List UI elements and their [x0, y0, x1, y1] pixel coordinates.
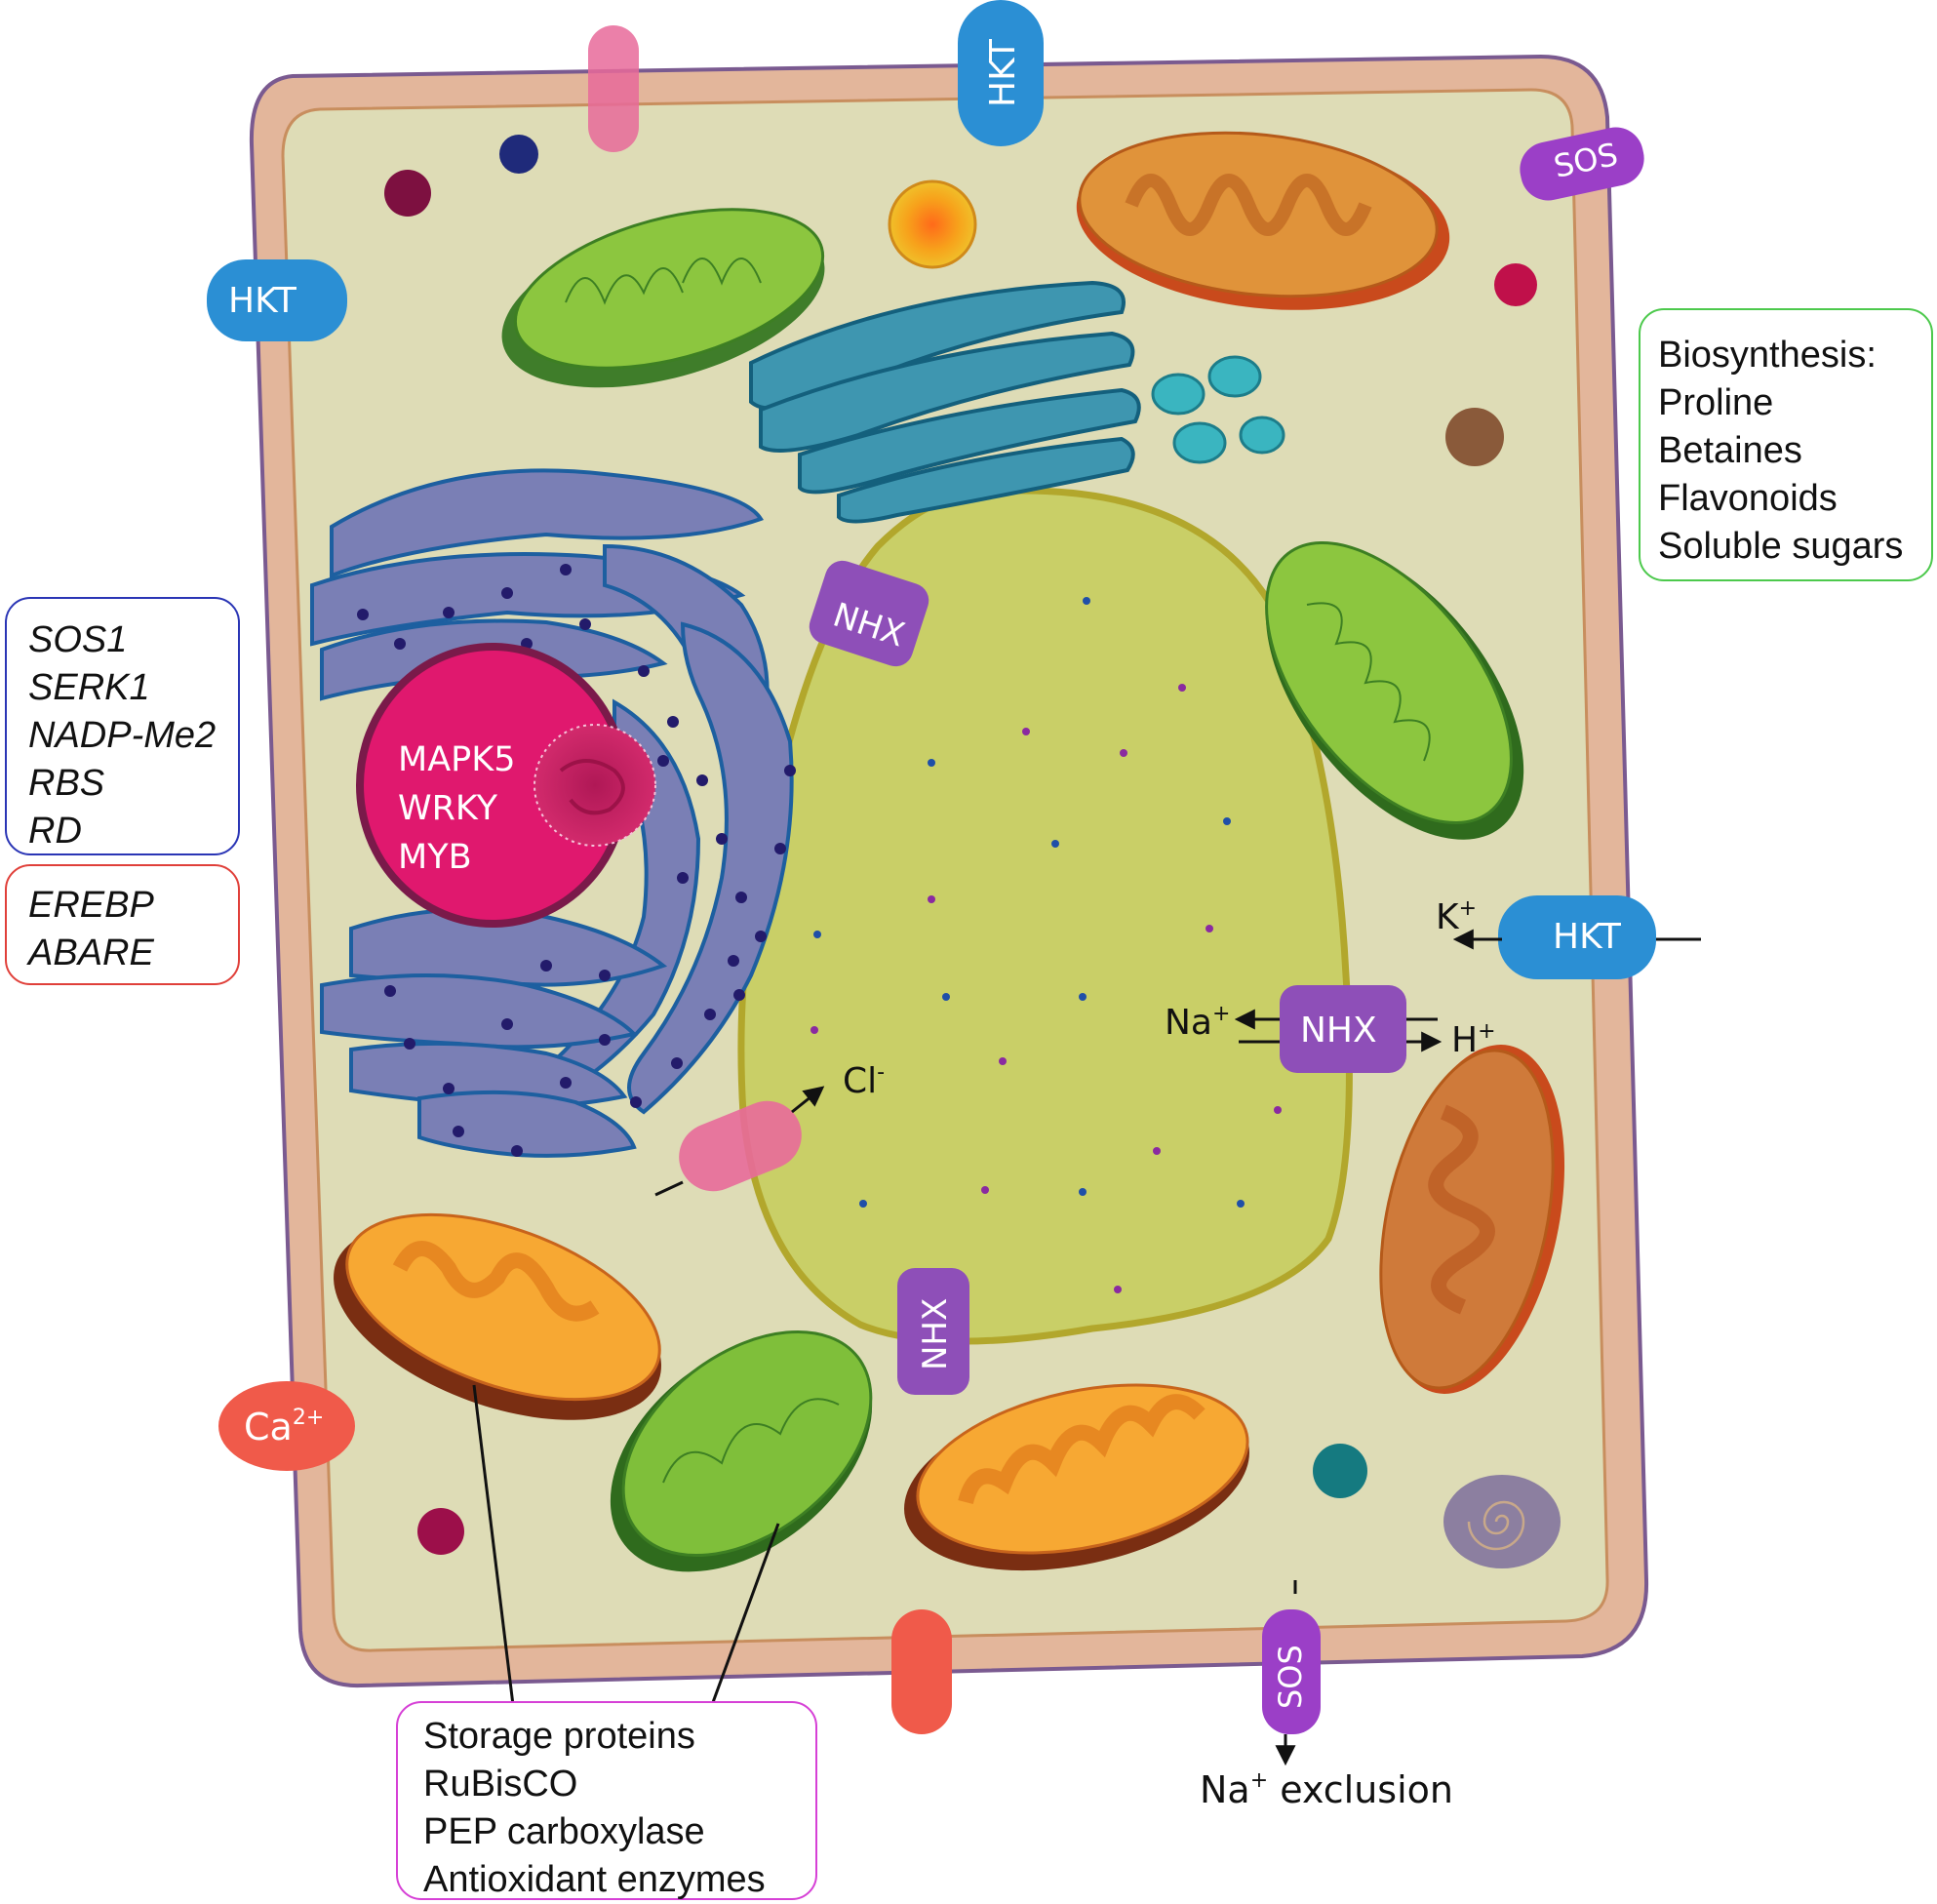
- chloroplast-bottom: [610, 1329, 873, 1572]
- gene-list-box-red: EREBP ABARE: [5, 864, 240, 985]
- svg-text:HKT: HKT: [228, 281, 297, 321]
- gene-rd: RD: [28, 811, 82, 852]
- golgi-vesicles: [1151, 355, 1285, 464]
- nhx-transporter-upper: NHX: [809, 560, 929, 667]
- spiral-organelle: [1443, 1475, 1561, 1568]
- golgi-apparatus: [749, 280, 1141, 524]
- ca-channel: Ca2+: [218, 1381, 355, 1471]
- gene-sos1: SOS1: [28, 619, 128, 660]
- nucleus: MAPK5 WRKY MYB: [356, 643, 656, 928]
- cl-channel: [679, 1100, 802, 1192]
- biosynthesis-soluble-sugars: Soluble sugars: [1658, 526, 1904, 567]
- proteins-box: Storage proteins RuBisCO PEP carboxylase…: [396, 1701, 817, 1900]
- cl-arrow: [791, 1086, 825, 1114]
- gene-list-box-blue: SOS1 SERK1 NADP-Me2 RBS RD: [5, 597, 240, 855]
- svg-text:NHX: NHX: [916, 1298, 955, 1370]
- mitochondrion-top-right: [1076, 131, 1450, 310]
- nucleus-label-mapk5: MAPK5: [398, 740, 515, 779]
- gene-rbs: RBS: [28, 763, 105, 804]
- ribosomes: [357, 564, 796, 1157]
- svg-text:SOS: SOS: [1272, 1645, 1309, 1709]
- protein-antioxidant-enzymes: Antioxidant enzymes: [423, 1859, 766, 1900]
- protein-storage-proteins: Storage proteins: [423, 1716, 695, 1757]
- mitochondrion-bottom: [904, 1383, 1249, 1571]
- nhx-transporter-center: NHX: [1280, 985, 1406, 1073]
- chloroplast-right: [1265, 540, 1524, 840]
- svg-text:HKT: HKT: [1553, 917, 1622, 957]
- gene-abare: ABARE: [28, 932, 154, 973]
- hkt-transporter-left: HKT: [207, 259, 347, 341]
- mitochondrion-left: [334, 1212, 661, 1420]
- biosynthesis-betaines: Betaines: [1658, 430, 1802, 471]
- ion-label-na-exclusion: Na+ exclusion: [1200, 1768, 1453, 1811]
- nucleus-label-wrky: WRKY: [398, 789, 498, 828]
- callout-line-chloroplast: [710, 1523, 780, 1706]
- nhx-transporter-lower: NHX: [897, 1268, 969, 1395]
- vesicles: [384, 135, 1537, 1555]
- protein-rubisco: RuBisCO: [423, 1764, 578, 1805]
- callout-line-mitochondrion: [472, 1384, 515, 1706]
- protein-pep-carboxylase: PEP carboxylase: [423, 1811, 705, 1852]
- nucleus-label-myb: MYB: [398, 838, 472, 877]
- sos-transporter-top: SOS: [1520, 127, 1644, 201]
- svg-text:NHX: NHX: [1300, 1011, 1377, 1051]
- ion-label-cl: Cl-: [843, 1060, 885, 1101]
- chloroplast-top: [501, 208, 825, 388]
- ion-label-na: Na+: [1165, 1002, 1230, 1043]
- biosynthesis-proline: Proline: [1658, 382, 1774, 423]
- biosynthesis-flavonoids: Flavonoids: [1658, 478, 1838, 519]
- biosynthesis-title: Biosynthesis:: [1658, 335, 1877, 376]
- svg-text:Ca2+: Ca2+: [244, 1406, 324, 1448]
- hkt-transporter-right: HKT: [1498, 895, 1656, 979]
- gene-erebp: EREBP: [28, 885, 154, 926]
- transport-arrows: [472, 929, 1701, 1766]
- cl-channel-top: [588, 25, 639, 152]
- svg-text:HKT: HKT: [983, 38, 1023, 107]
- ion-label-h: H+: [1451, 1019, 1496, 1060]
- nucleolus: [534, 724, 656, 847]
- gene-serk1: SERK1: [28, 667, 150, 708]
- ion-channel-bottom: [891, 1609, 952, 1734]
- gene-nadp-me2: NADP-Me2: [28, 715, 217, 756]
- biosynthesis-box: Biosynthesis: Proline Betaines Flavonoid…: [1639, 308, 1933, 581]
- ion-label-k: K+: [1436, 896, 1477, 937]
- mitochondrion-right: [1379, 1045, 1565, 1394]
- hkt-transporter-top: HKT: [958, 0, 1044, 146]
- sos-transporter-bottom: SOS: [1262, 1609, 1321, 1734]
